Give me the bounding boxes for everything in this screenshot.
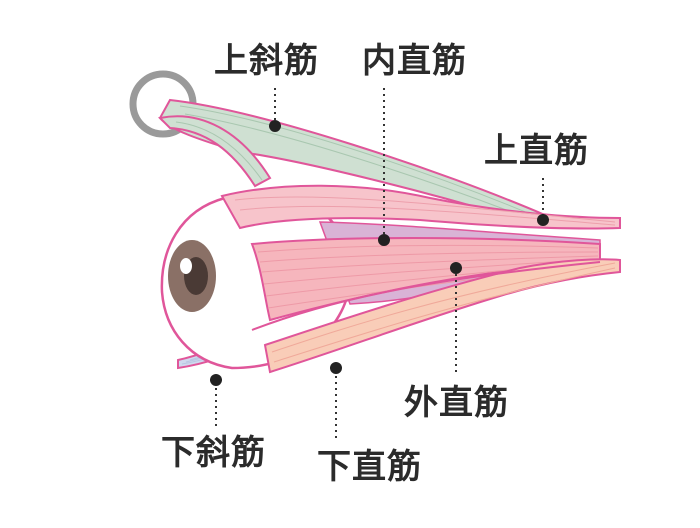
label-inferior-rectus: 下直筋: [317, 447, 422, 487]
dot-medial-rectus-icon: [378, 234, 390, 246]
label-superior-oblique: 上斜筋: [214, 41, 319, 81]
eyeball: [160, 190, 352, 370]
label-lateral-rectus: 外直筋: [404, 383, 509, 423]
label-medial-rectus: 内直筋: [362, 41, 467, 81]
label-inferior-oblique: 下斜筋: [161, 433, 266, 473]
label-superior-rectus: 上直筋: [484, 131, 589, 171]
dot-superior-oblique-icon: [269, 120, 281, 132]
dot-lateral-rectus-icon: [450, 262, 462, 274]
superior-oblique-fibers: [175, 105, 541, 223]
inferior-rectus-muscle: [263, 258, 621, 374]
pointer-dots: [210, 120, 549, 386]
dot-inferior-rectus-icon: [330, 362, 342, 374]
leader-lines: [215, 88, 544, 440]
superior-rectus-fibers: [234, 196, 616, 226]
muscle-edge-line: [251, 261, 601, 331]
dot-inferior-oblique-icon: [210, 374, 222, 386]
iris-highlight: [180, 258, 192, 274]
superior-oblique-tendon: [157, 115, 272, 188]
lateral-rectus-fibers: [257, 244, 599, 309]
inferior-rectus-fibers: [271, 262, 616, 363]
dot-superior-rectus-icon: [537, 214, 549, 226]
superior-rectus-muscle: [220, 184, 621, 230]
